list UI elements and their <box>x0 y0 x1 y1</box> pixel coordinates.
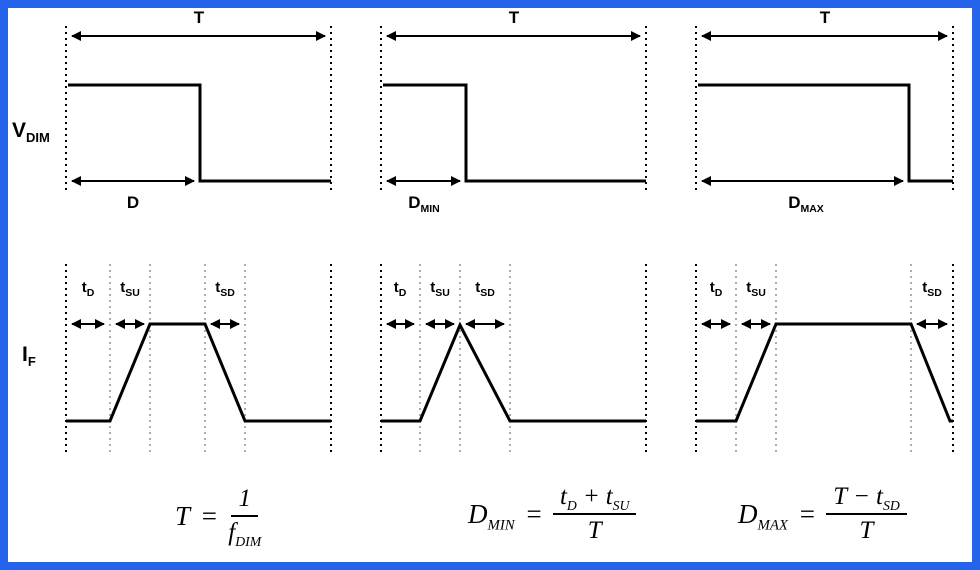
t-su-sub: SU <box>751 287 766 299</box>
numerator-term1-base: t <box>559 483 567 510</box>
t-d-base: t <box>82 279 87 296</box>
t-d-sub: D <box>87 287 95 299</box>
period-label: T <box>509 8 520 27</box>
vdim-panel-2: T DMIN <box>380 8 647 215</box>
duty-label-sub: MAX <box>800 203 823 215</box>
t-sd-sub: SD <box>220 287 235 299</box>
t-su-sub: SU <box>125 287 140 299</box>
fraction: 1 fDIM <box>228 485 262 550</box>
if-waveform <box>381 321 646 423</box>
t-sd-base: t <box>215 279 220 296</box>
vdim-panel-1: T D <box>65 8 332 212</box>
denominator: fDIM <box>228 517 262 550</box>
vdim-axis-base: V <box>12 119 26 142</box>
if-waveform <box>66 322 331 423</box>
numerator-term2-sub: SD <box>882 498 900 513</box>
t-su-label: tSU <box>120 279 140 299</box>
vdim-waveform <box>698 83 953 183</box>
t-su-label: tSU <box>746 279 766 299</box>
vdim-section: VDIM T D T DMIN <box>12 8 954 215</box>
t-d-label: tD <box>710 279 723 299</box>
t-su-label: tSU <box>430 279 450 299</box>
duty-label: D <box>127 193 139 212</box>
if-panel-3: tD tSU tSD <box>695 264 954 456</box>
formula-dmax: DMAX = T−tSD T <box>738 483 907 545</box>
if-section: IF tD tSU tSD <box>22 264 954 456</box>
t-sd-label: tSD <box>922 279 942 299</box>
formula-lhs-sub: MAX <box>757 517 789 534</box>
period-label: T <box>820 8 831 27</box>
t-d-sub: D <box>399 287 407 299</box>
equals-sign: = <box>524 498 543 529</box>
denominator-base: f <box>228 519 236 547</box>
period-label: T <box>194 8 205 27</box>
if-axis-base: I <box>22 343 28 366</box>
equals-sign: = <box>200 500 219 531</box>
denominator-base: T <box>587 517 602 545</box>
duty-label: DMAX <box>788 193 824 215</box>
duty-label-base: D <box>408 193 420 212</box>
formula-lhs-base: T <box>175 500 191 531</box>
if-axis-label: IF <box>22 343 36 369</box>
formula-lhs-base: D <box>738 498 758 529</box>
numerator: tD+tSU <box>552 483 637 516</box>
vdim-axis-sub: DIM <box>26 130 50 145</box>
formula-lhs: DMIN <box>468 498 515 534</box>
t-d-label: tD <box>394 279 407 299</box>
t-su-sub: SU <box>435 287 450 299</box>
duty-label-base: D <box>127 193 139 212</box>
t-sd-base: t <box>922 279 927 296</box>
fraction: tD+tSU T <box>552 483 637 545</box>
if-panel-2: tD tSU tSD <box>380 264 647 456</box>
equals-sign: = <box>798 498 817 529</box>
vdim-panel-3: T DMAX <box>695 8 954 215</box>
denominator: T <box>588 515 602 544</box>
numerator: 1 <box>231 485 258 518</box>
formula-dmin: DMIN = tD+tSU T <box>468 483 637 545</box>
numerator-term2-sub: SU <box>612 498 630 513</box>
duty-label: DMIN <box>408 193 440 215</box>
numerator-term1-base: T <box>833 483 848 510</box>
if-axis-sub: F <box>28 354 36 369</box>
t-sd-base: t <box>475 279 480 296</box>
numerator: T−tSD <box>826 483 907 516</box>
t-d-base: t <box>710 279 715 296</box>
formula-lhs: DMAX <box>738 498 789 534</box>
numerator-term2-base: t <box>605 483 613 510</box>
t-d-sub: D <box>715 287 723 299</box>
numerator-term2-base: t <box>876 483 883 510</box>
if-panel-1: tD tSU tSD <box>65 264 332 456</box>
fraction: T−tSD T <box>826 483 907 545</box>
numerator-value: 1 <box>238 485 251 512</box>
duty-label-base: D <box>788 193 800 212</box>
denominator-base: T <box>859 517 874 545</box>
plus-sign: + <box>582 483 600 510</box>
formula-lhs: T <box>175 501 190 532</box>
duty-label-sub: MIN <box>421 203 440 215</box>
formula-lhs-sub: MIN <box>487 517 515 534</box>
numerator-term1-sub: D <box>566 498 577 513</box>
t-sd-sub: SD <box>480 287 495 299</box>
formula-lhs-base: D <box>468 498 488 529</box>
vdim-waveform <box>68 83 331 183</box>
t-d-label: tD <box>82 279 95 299</box>
vdim-axis-label: VDIM <box>12 119 50 145</box>
vdim-waveform <box>383 83 646 183</box>
t-su-base: t <box>746 279 751 296</box>
t-sd-sub: SD <box>927 287 942 299</box>
denominator-sub: DIM <box>235 534 262 550</box>
denominator: T <box>860 515 874 544</box>
t-su-base: t <box>430 279 435 296</box>
if-waveform <box>696 322 953 423</box>
t-sd-label: tSD <box>215 279 235 299</box>
t-sd-label: tSD <box>475 279 495 299</box>
formula-period: T = 1 fDIM <box>175 485 262 550</box>
t-su-base: t <box>120 279 125 296</box>
t-d-base: t <box>394 279 399 296</box>
minus-sign: − <box>853 483 871 510</box>
